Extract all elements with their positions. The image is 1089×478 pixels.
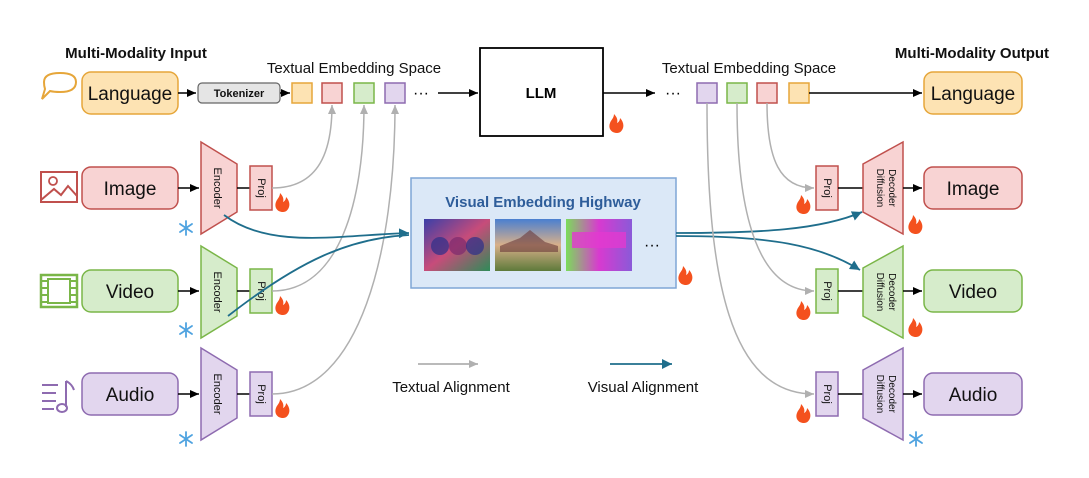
embed-space-right-label: Textual Embedding Space [662, 60, 836, 77]
encoder-image: Encoder [200, 140, 238, 236]
svg-text:Decoder: Decoder [886, 169, 897, 207]
fire-icon [796, 195, 811, 214]
proj-out-audio-label: Proj [821, 384, 833, 404]
decoder-video: Diffusion Decoder [862, 244, 904, 340]
out-token-audio [696, 82, 718, 104]
svg-text:Diffusion: Diffusion [874, 375, 885, 414]
out-token-video [726, 82, 748, 104]
proj-in-image-label: Proj [255, 178, 267, 198]
textual-align-image-in [271, 104, 336, 189]
encoder-video: Encoder [200, 244, 238, 340]
visual-highway-title: Visual Embedding Highway [445, 194, 641, 211]
snowflake-icon [179, 431, 193, 447]
out-token-image [756, 82, 778, 104]
fire-icon [796, 301, 811, 320]
highway-thumbnail-1 [424, 219, 490, 271]
speech-bubble-icon [41, 71, 78, 100]
input-audio-label: Audio [106, 385, 155, 406]
visual-align-image-out [675, 211, 863, 234]
fire-icon [275, 296, 290, 315]
embed-token-video [353, 82, 375, 104]
textual-align-audio-out [706, 102, 815, 398]
output-language-label: Language [931, 84, 1016, 105]
fire-icon [275, 399, 290, 418]
input-header: Multi-Modality Input [65, 45, 207, 62]
visual-align-video-in [227, 234, 410, 317]
textual-align-audio-in [271, 104, 399, 395]
embed-space-left-label: Textual Embedding Space [267, 60, 441, 77]
tokenizer-label: Tokenizer [214, 88, 265, 100]
output-video-label: Video [949, 282, 997, 303]
fire-icon [908, 318, 923, 337]
highway-ellipsis: ··· [644, 237, 660, 254]
output-image-label: Image [947, 179, 1000, 200]
music-icon [42, 380, 75, 413]
proj-out-video-label: Proj [821, 281, 833, 301]
svg-text:Encoder: Encoder [211, 272, 223, 313]
embed-token-language [291, 82, 313, 104]
legend-visual-label: Visual Alignment [588, 379, 699, 396]
proj-in-audio-label: Proj [255, 384, 267, 404]
out-token-language [788, 82, 810, 104]
svg-text:Diffusion: Diffusion [874, 273, 885, 312]
input-image-label: Image [104, 179, 157, 200]
fire-icon [908, 215, 923, 234]
svg-text:Encoder: Encoder [211, 374, 223, 415]
snowflake-icon [179, 322, 193, 338]
fire-icon [275, 193, 290, 212]
snowflake-icon [909, 431, 923, 447]
highway-thumbnail-2 [495, 219, 561, 271]
output-header: Multi-Modality Output [895, 45, 1049, 62]
fire-icon [609, 114, 624, 133]
film-icon [39, 273, 79, 309]
svg-text:Decoder: Decoder [886, 375, 897, 413]
output-image-box [923, 166, 1023, 210]
svg-text:Diffusion: Diffusion [874, 169, 885, 208]
decoder-audio: Diffusion Decoder [862, 346, 904, 442]
textual-align-video-in [271, 104, 368, 292]
output-audio-box [923, 372, 1023, 416]
legend-textual-label: Textual Alignment [392, 379, 510, 396]
visual-align-image-in [223, 214, 410, 239]
output-video-box [923, 269, 1023, 313]
textual-align-image-out [766, 102, 815, 192]
output-language-box [923, 71, 1023, 115]
svg-text:Encoder: Encoder [211, 168, 223, 209]
svg-text:Decoder: Decoder [886, 273, 897, 311]
snowflake-icon [179, 220, 193, 236]
embed-token-audio [384, 82, 406, 104]
fire-icon [678, 266, 693, 285]
proj-out-image-label: Proj [821, 178, 833, 198]
input-video-label: Video [106, 282, 154, 303]
highway-thumbnail-3 [566, 219, 632, 271]
llm-label: LLM [526, 85, 557, 102]
embed-left-ellipsis: ··· [413, 85, 429, 102]
fire-icon [796, 404, 811, 423]
embed-right-ellipsis: ··· [665, 85, 681, 102]
encoder-audio: Encoder [200, 346, 238, 442]
visual-align-video-out [675, 235, 861, 271]
llm-box [479, 47, 604, 137]
decoder-image: Diffusion Decoder [862, 140, 904, 236]
input-language-label: Language [88, 84, 173, 105]
textual-align-video-out [736, 102, 815, 295]
output-audio-label: Audio [949, 385, 998, 406]
image-icon [40, 171, 78, 203]
embed-token-image [321, 82, 343, 104]
